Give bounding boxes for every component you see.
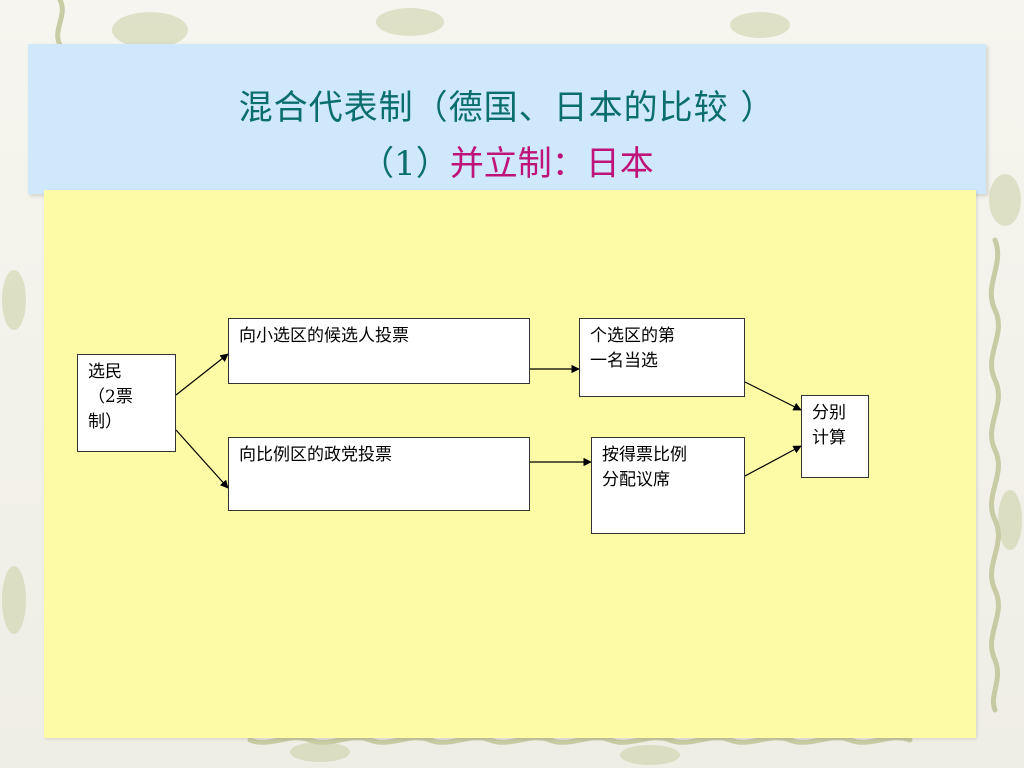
node-pr-vote-label: 向比例区的政党投票 — [239, 445, 392, 465]
node-district-result-label: 个选区的第 一名当选 — [590, 326, 675, 371]
node-district-vote-label: 向小选区的候选人投票 — [239, 326, 409, 346]
node-pr-result-label: 按得票比例 分配议席 — [602, 445, 687, 490]
node-district-vote: 向小选区的候选人投票 — [228, 318, 530, 384]
subtitle-prefix: （1） — [360, 144, 450, 184]
slide-subtitle: （1）并立制：日本 — [28, 136, 986, 185]
node-final: 分别 计算 — [801, 395, 869, 478]
title-banner: 混合代表制（德国、日本的比较 ） （1）并立制：日本 — [28, 44, 986, 194]
node-voter: 选民 （2票 制） — [77, 354, 176, 452]
slide-title: 混合代表制（德国、日本的比较 ） — [238, 88, 776, 128]
node-pr-vote: 向比例区的政党投票 — [228, 437, 530, 511]
node-final-label: 分别 计算 — [812, 403, 846, 448]
subtitle-main: 并立制：日本 — [449, 144, 654, 184]
node-district-result: 个选区的第 一名当选 — [579, 318, 745, 397]
node-pr-result: 按得票比例 分配议席 — [591, 437, 745, 534]
node-voter-label: 选民 （2票 制） — [88, 362, 133, 432]
